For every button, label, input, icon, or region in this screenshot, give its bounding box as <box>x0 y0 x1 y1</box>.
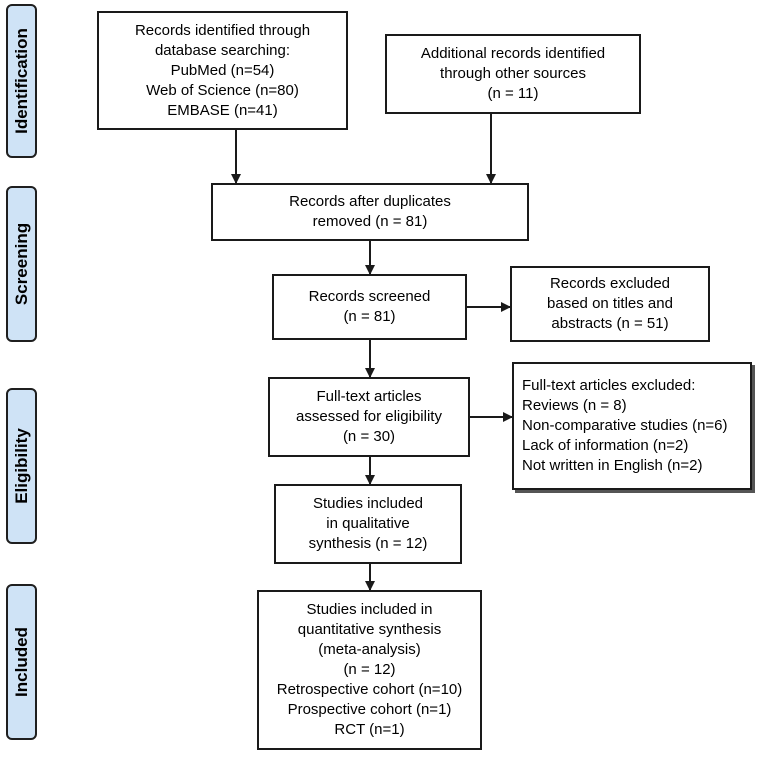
box-excluded-titles: Records excluded based on titles and abs… <box>510 266 710 342</box>
box-records-screened: Records screened (n = 81) <box>272 274 467 340</box>
box-line: Lack of information (n=2) <box>522 437 689 454</box>
box-line: Records after duplicates <box>289 193 451 210</box>
box-line: Non-comparative studies (n=6) <box>522 417 728 434</box>
box-line: Records excluded <box>549 275 671 292</box>
stage-included: Included <box>6 584 37 740</box>
box-line: Reviews (n = 8) <box>522 397 627 414</box>
box-line: RCT (n=1) <box>334 721 405 738</box>
box-line: quantitative synthesis <box>297 621 442 638</box>
stage-screening: Screening <box>6 186 37 342</box>
box-line: removed (n = 81) <box>312 213 428 230</box>
box-line: EMBASE (n=41) <box>167 101 278 119</box>
box-line: database searching: <box>154 41 291 59</box>
box-line: Prospective cohort (n=1) <box>287 701 452 718</box>
box-line: Web of Science (n=80) <box>146 81 299 99</box>
box-fulltext-assessed: Full-text articles assessed for eligibil… <box>268 377 470 457</box>
stage-eligibility: Eligibility <box>6 388 37 544</box>
box-line: based on titles and <box>547 295 673 312</box>
box-line: (n = 30) <box>342 428 396 445</box>
box-line: (n = 81) <box>343 308 396 325</box>
stage-identification: Identification <box>6 4 37 158</box>
box-database-search: Records identified through database sear… <box>97 11 348 130</box>
box-line: Additional records identified <box>420 45 606 62</box>
box-line: PubMed (n=54) <box>170 61 275 79</box>
box-line: abstracts (n = 51) <box>551 315 669 332</box>
box-line: in qualitative <box>326 515 410 532</box>
box-other-sources: Additional records identified through ot… <box>385 34 641 114</box>
box-line: Records identified through <box>134 21 311 39</box>
box-line: through other sources <box>440 65 586 82</box>
box-line: Retrospective cohort (n=10) <box>276 681 463 698</box>
box-line: assessed for eligibility <box>296 408 442 425</box>
box-quantitative-synthesis: Studies included in quantitative synthes… <box>257 590 482 750</box>
box-line: Records screened <box>308 288 431 305</box>
box-line: (n = 11) <box>487 85 539 102</box>
box-line: Studies included in <box>306 601 433 618</box>
box-line: (meta-analysis) <box>318 641 421 658</box>
box-line: Studies included <box>312 495 424 512</box>
box-line: Not written in English (n=2) <box>522 457 703 474</box>
box-after-duplicates: Records after duplicates removed (n = 81… <box>211 183 529 241</box>
box-qualitative-synthesis: Studies included in qualitative synthesi… <box>274 484 462 564</box>
box-fulltext-excluded: Full-text articles excluded: Reviews (n … <box>512 362 752 490</box>
box-line: (n = 12) <box>343 661 396 678</box>
box-line: Full-text articles <box>316 388 422 405</box>
box-line: Full-text articles excluded: <box>522 377 696 394</box>
box-line: synthesis (n = 12) <box>308 535 428 552</box>
